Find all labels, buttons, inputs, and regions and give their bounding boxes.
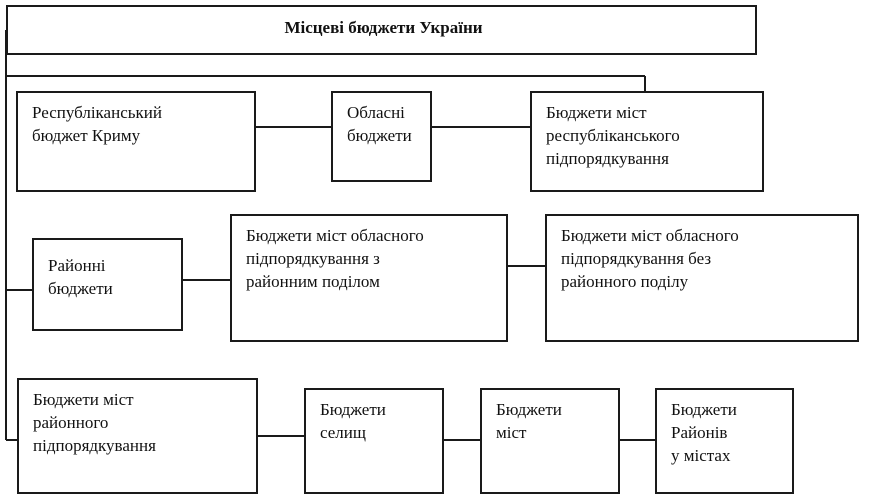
node-raion-budgets: Районні бюджети bbox=[32, 238, 183, 331]
node-republican-cities-budgets: Бюджети міст республіканського підпорядк… bbox=[530, 91, 764, 192]
node-settlements-budgets: Бюджети селищ bbox=[304, 388, 444, 494]
node-crimea-budget: Республіканський бюджет Криму bbox=[16, 91, 256, 192]
node-oblast-cities-with-districts: Бюджети міст обласного підпорядкування з… bbox=[230, 214, 508, 342]
node-city-districts-budgets: Бюджети Районів у містах bbox=[655, 388, 794, 494]
node-label: Обласні бюджети bbox=[347, 103, 412, 145]
node-cities-budgets: Бюджети міст bbox=[480, 388, 620, 494]
node-label: Бюджети Районів у містах bbox=[671, 400, 737, 465]
node-label: Республіканський бюджет Криму bbox=[32, 103, 162, 145]
node-oblast-budgets: Обласні бюджети bbox=[331, 91, 432, 182]
node-oblast-cities-without-districts: Бюджети міст обласного підпорядкування б… bbox=[545, 214, 859, 342]
node-label: Бюджети міст bbox=[496, 400, 562, 442]
diagram-title: Місцеві бюджети України bbox=[284, 18, 483, 37]
node-label: Бюджети міст районного підпорядкування bbox=[33, 390, 156, 455]
node-label: Бюджети міст республіканського підпорядк… bbox=[546, 103, 680, 168]
node-label: Бюджети селищ bbox=[320, 400, 386, 442]
node-label: Бюджети міст обласного підпорядкування б… bbox=[561, 226, 739, 291]
title-box: Місцеві бюджети України bbox=[6, 5, 757, 55]
node-raion-cities-budgets: Бюджети міст районного підпорядкування bbox=[17, 378, 258, 494]
node-label: Районні бюджети bbox=[48, 256, 113, 298]
node-label: Бюджети міст обласного підпорядкування з… bbox=[246, 226, 424, 291]
